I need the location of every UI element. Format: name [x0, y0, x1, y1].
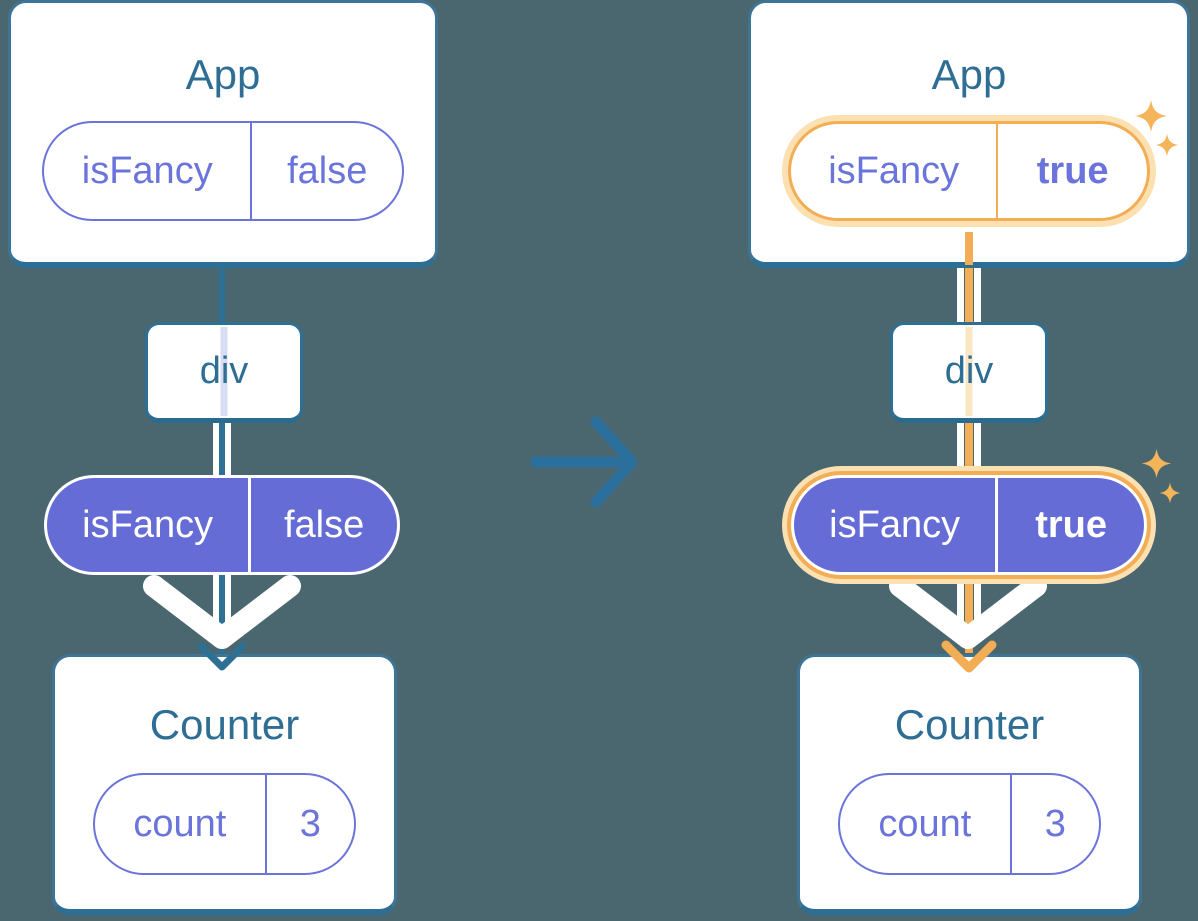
- state-value-label: 3: [299, 802, 321, 845]
- before-div-ghost-line: [220, 327, 228, 416]
- prop-value-label: true: [1035, 503, 1108, 546]
- sparkle-icon: [1134, 99, 1168, 133]
- pipe-line: [974, 421, 981, 478]
- pipe-line: [974, 265, 981, 324]
- after-prop-pill: isFancy true: [791, 475, 1147, 575]
- after-counter-card: Counter count 3: [797, 654, 1142, 915]
- pipe-line: [225, 573, 231, 643]
- after-app-state-pill: isFancy true: [788, 121, 1150, 221]
- pipe-line: [974, 573, 981, 640]
- state-name-label: isFancy: [44, 123, 253, 219]
- before-app-title: App: [185, 51, 261, 98]
- after-app-title: App: [931, 51, 1007, 98]
- pipe-line: [965, 421, 973, 478]
- white-down-chevron-icon: [884, 574, 1052, 660]
- blue-arrowhead-icon: [196, 642, 248, 674]
- after-div-box: div: [890, 322, 1048, 423]
- after-div-ghost-line: [965, 327, 973, 416]
- pipe-line: [965, 573, 973, 653]
- state-name-label: isFancy: [791, 124, 999, 218]
- after-counter-title: Counter: [894, 701, 1045, 748]
- before-counter-title: Counter: [149, 701, 300, 748]
- after-counter-state-pill: count 3: [838, 773, 1101, 875]
- before-counter-card: Counter count 3: [52, 654, 397, 915]
- pipe-line: [213, 573, 219, 643]
- pipe-line: [225, 421, 231, 478]
- pipe-line: [965, 265, 973, 324]
- after-app-inner-line: [965, 232, 973, 265]
- pipe-line: [957, 421, 964, 478]
- pipe-line: [219, 573, 225, 655]
- state-name-label: count: [95, 775, 267, 873]
- before-counter-state-pill: count 3: [93, 773, 356, 875]
- prop-value-label: false: [283, 503, 365, 546]
- state-value-label: 3: [1044, 802, 1066, 845]
- pipe-line: [213, 421, 219, 478]
- before-prop-pill: isFancy false: [44, 475, 400, 575]
- pipe-line: [957, 573, 964, 640]
- sparkle-icon: [1159, 482, 1181, 504]
- before-app-card: App isFancy false: [8, 0, 438, 268]
- white-down-chevron-icon: [138, 574, 306, 660]
- before-app-to-div-line: [219, 262, 225, 324]
- before-div-box: div: [145, 322, 303, 423]
- state-value-label: true: [1036, 149, 1109, 192]
- state-value-label: false: [287, 149, 368, 192]
- prop-name-label: isFancy: [794, 478, 999, 572]
- sparkle-icon: [1141, 448, 1172, 479]
- state-name-label: count: [840, 775, 1012, 873]
- orange-arrowhead-icon: [941, 640, 997, 676]
- pipe-line: [957, 265, 964, 324]
- before-app-state-pill: isFancy false: [42, 121, 404, 221]
- before-div-label: div: [199, 350, 249, 392]
- after-app-card: App isFancy true: [748, 0, 1190, 268]
- prop-name-label: isFancy: [47, 478, 252, 572]
- pipe-line: [219, 421, 225, 478]
- after-div-label: div: [944, 350, 994, 392]
- transition-arrow-right-icon: [528, 414, 646, 510]
- sparkle-icon: [1155, 133, 1179, 157]
